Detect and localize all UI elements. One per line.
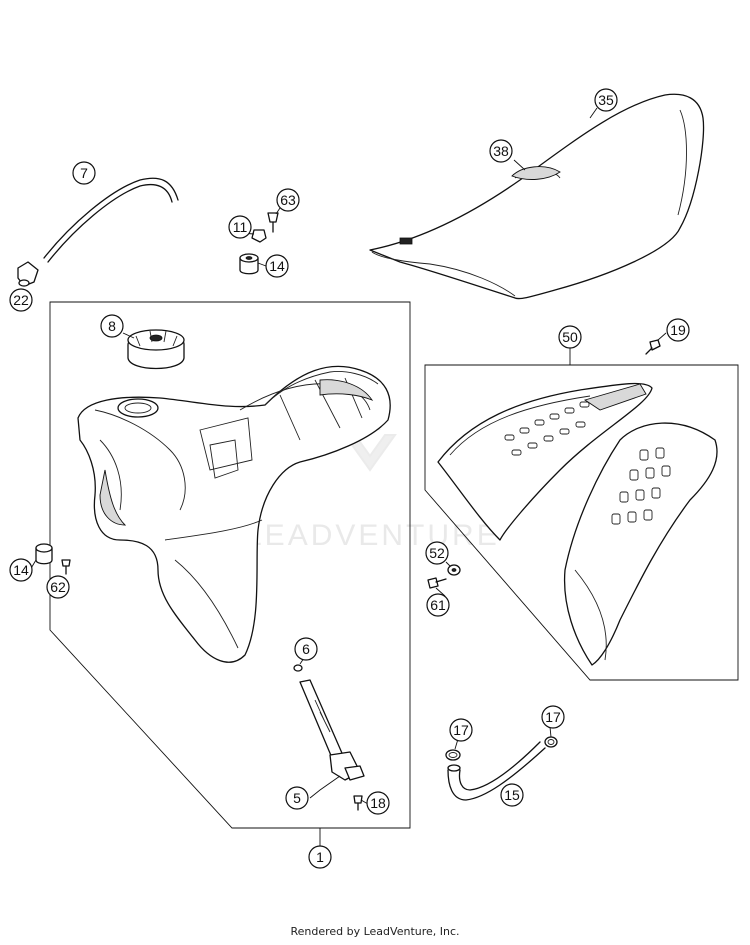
callout-35[interactable]: 35 [594,88,618,112]
fuel-tap[interactable] [299,679,365,781]
hose-clamp[interactable] [445,749,461,761]
svg-text:11: 11 [233,219,248,235]
svg-text:50: 50 [562,329,578,345]
svg-text:62: 62 [50,579,66,595]
callout-11[interactable]: 11 [228,215,252,239]
svg-text:17: 17 [453,722,469,738]
svg-text:22: 22 [13,292,29,308]
callout-38[interactable]: 38 [489,139,513,163]
o-ring[interactable] [293,664,303,672]
fuel-cap[interactable] [127,329,185,370]
callout-19[interactable]: 19 [666,318,690,342]
hose-fitting[interactable] [17,261,39,287]
seat[interactable] [369,93,705,300]
svg-text:19: 19 [670,322,686,338]
svg-text:8: 8 [108,318,116,334]
radiator-shroud-kit[interactable] [437,382,718,666]
callout-63[interactable]: 63 [276,188,300,212]
callout-15[interactable]: 15 [500,783,524,807]
callout-14-left[interactable]: 14 [9,558,33,582]
svg-text:38: 38 [493,143,509,159]
svg-text:63: 63 [280,192,296,208]
callout-8[interactable]: 8 [100,314,124,338]
nut[interactable] [447,564,461,576]
callout-17-left[interactable]: 17 [449,718,473,742]
callout-7[interactable]: 7 [72,161,96,185]
rubber-bushing[interactable] [35,543,53,565]
screw[interactable] [645,339,661,355]
screw[interactable] [427,577,447,589]
screw[interactable] [61,559,71,575]
callout-17-right[interactable]: 17 [541,705,565,729]
vent-hose[interactable] [43,177,179,259]
svg-text:7: 7 [80,165,88,181]
screw[interactable] [267,212,279,233]
svg-text:15: 15 [504,787,520,803]
footer-credit: Rendered by LeadVenture, Inc. [290,925,460,938]
nut[interactable] [251,229,267,243]
svg-text:1: 1 [316,849,324,865]
shroud-group-box [424,364,739,681]
leader-lines [29,107,667,846]
svg-text:52: 52 [429,545,445,561]
callout-18[interactable]: 18 [366,791,390,815]
callout-62[interactable]: 62 [46,575,70,599]
hose-clamp[interactable] [544,736,558,748]
callout-1[interactable]: 1 [308,845,332,869]
svg-text:35: 35 [598,92,614,108]
svg-text:17: 17 [545,709,561,725]
callout-52[interactable]: 52 [425,541,449,565]
svg-text:14: 14 [269,258,285,274]
callout-22[interactable]: 22 [9,288,33,312]
svg-text:5: 5 [293,790,301,806]
svg-text:14: 14 [13,562,29,578]
callout-6[interactable]: 6 [294,637,318,661]
svg-text:61: 61 [430,597,446,613]
callout-50[interactable]: 50 [558,325,582,349]
watermark-text: LEADVENTURE [245,519,500,552]
fuel-tank-group-box [49,301,411,829]
fuel-hose[interactable] [447,741,546,801]
svg-text:6: 6 [302,641,310,657]
fuel-tank[interactable] [77,365,391,663]
shroud-vents [504,401,671,525]
svg-text:18: 18 [370,795,386,811]
screw[interactable] [353,795,363,811]
callout-14-top[interactable]: 14 [265,254,289,278]
rubber-bushing[interactable] [239,253,259,275]
callout-61[interactable]: 61 [426,593,450,617]
callout-5[interactable]: 5 [285,786,309,810]
